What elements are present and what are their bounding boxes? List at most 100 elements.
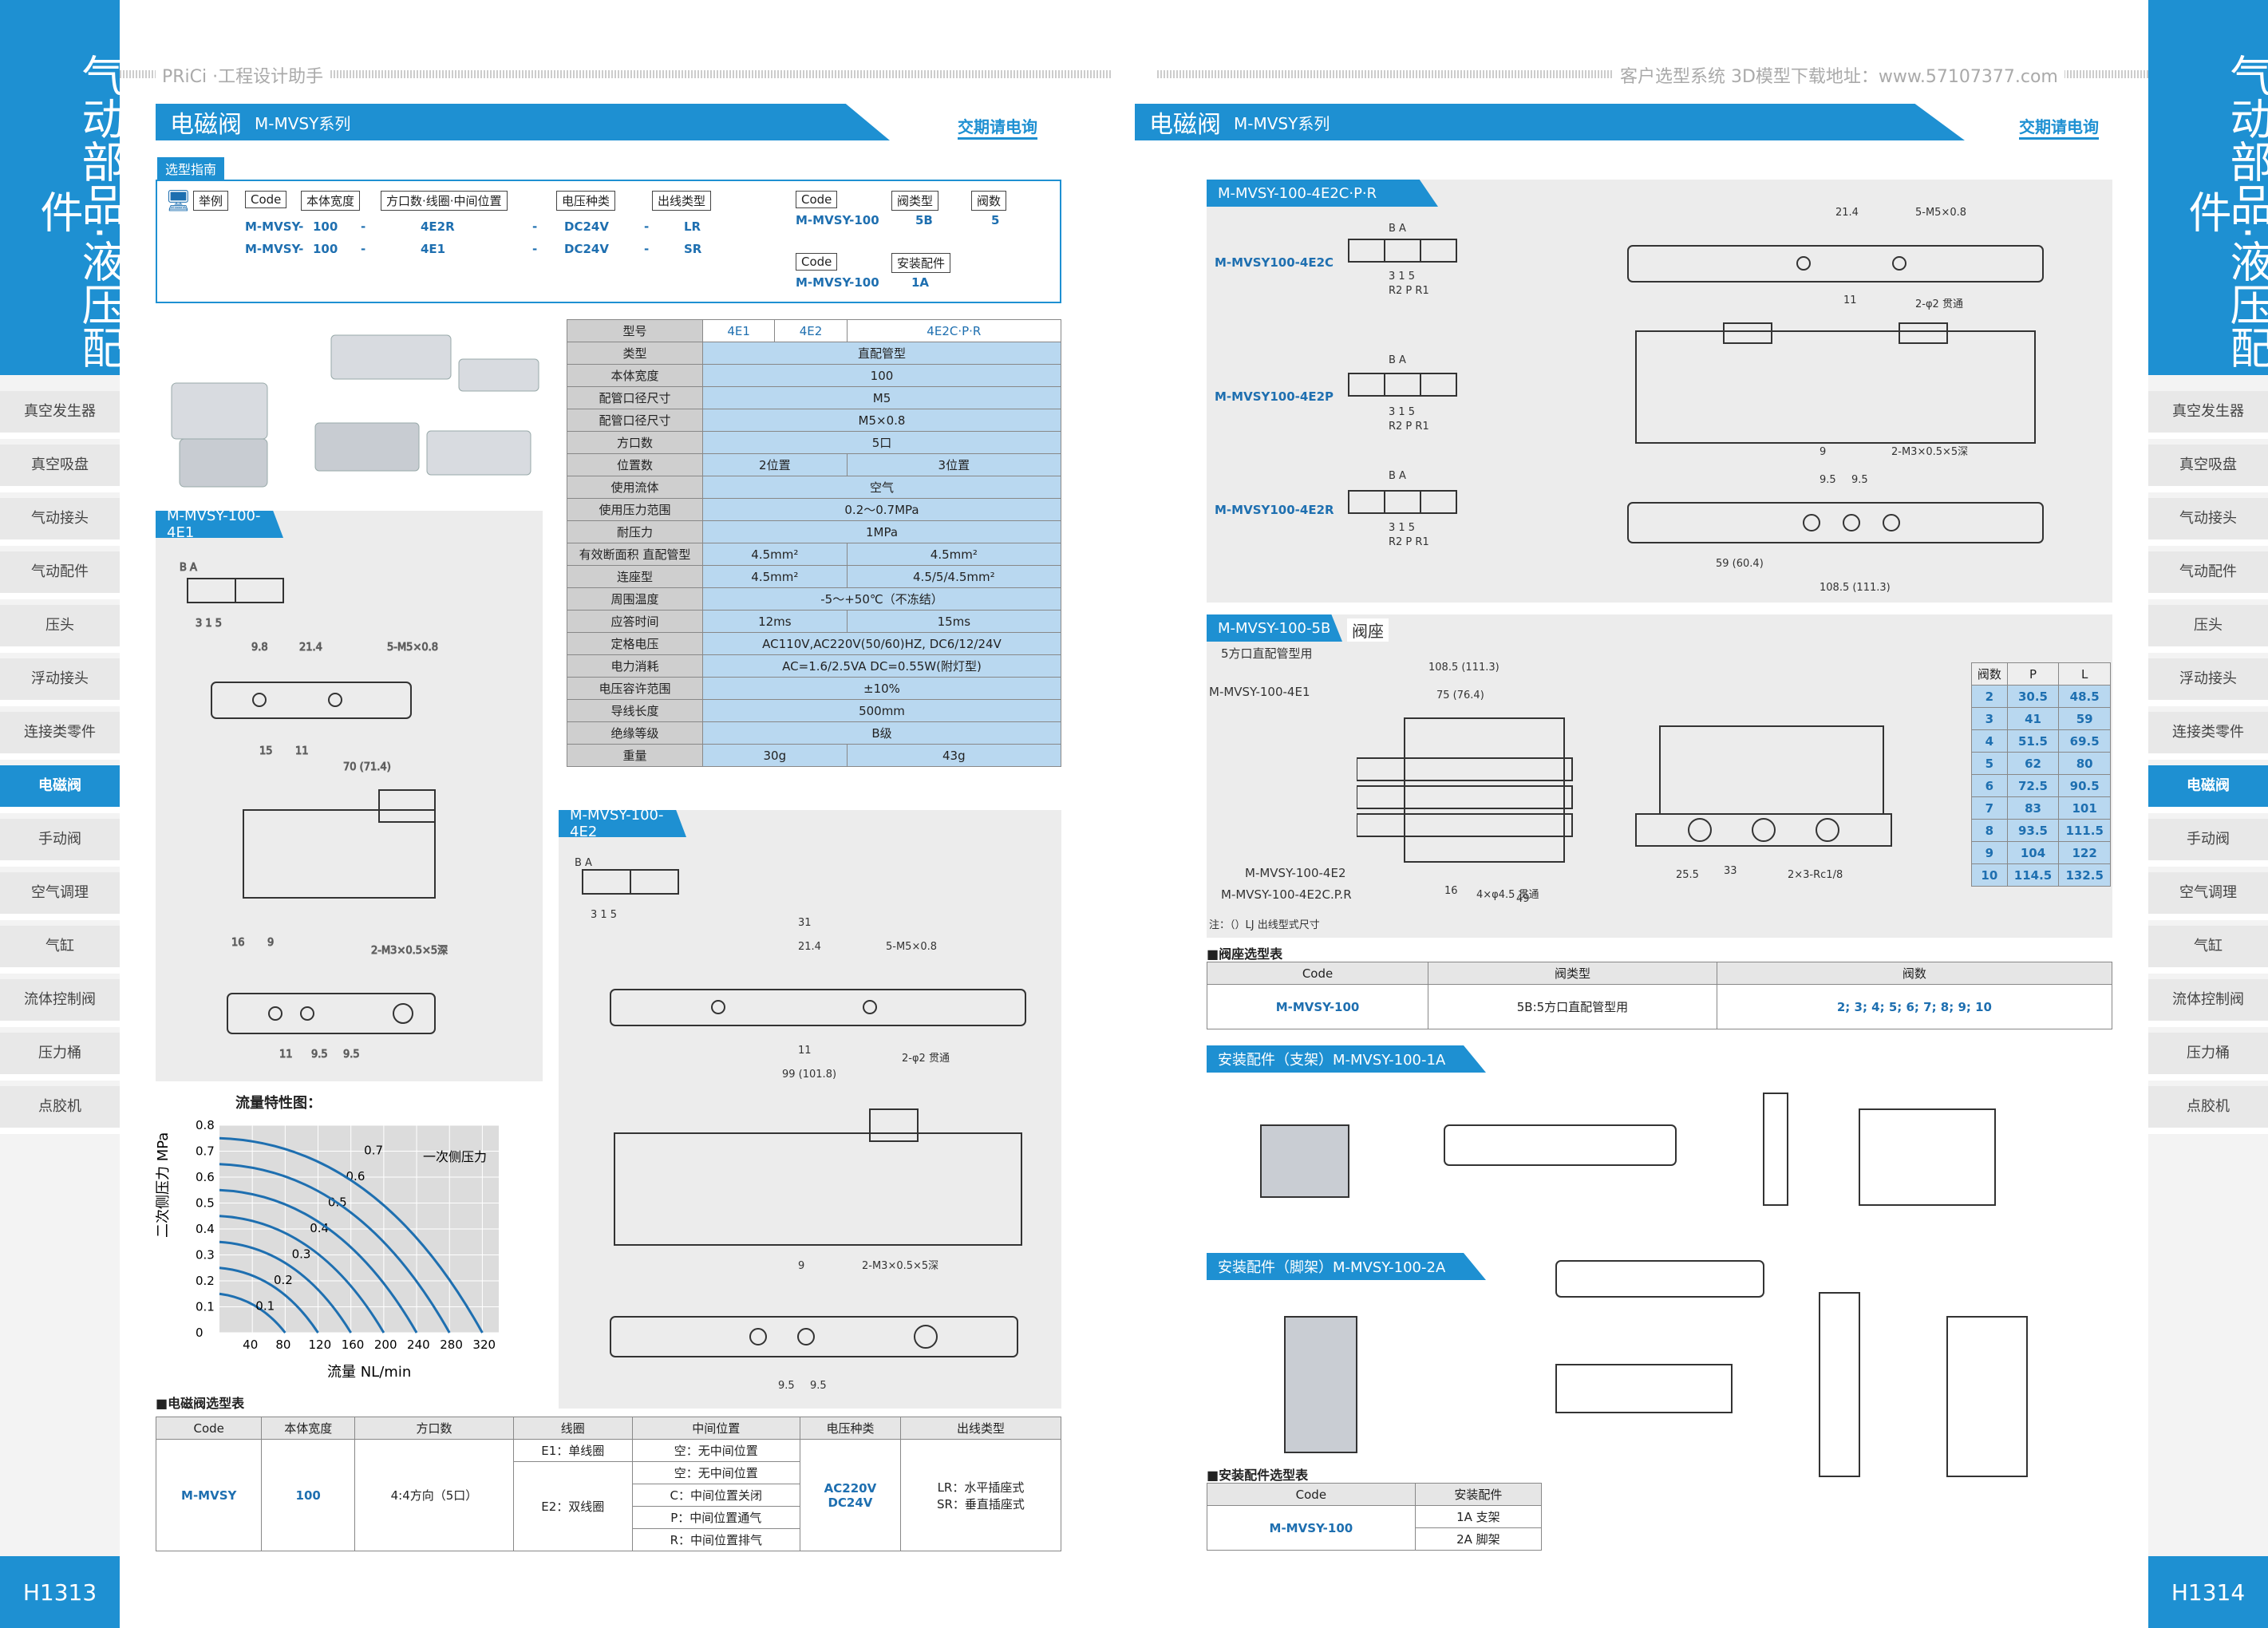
pl-cell: 122: [2058, 841, 2111, 864]
guide-row1-col4: -: [532, 242, 538, 256]
svg-text:70 (71.4): 70 (71.4): [343, 761, 391, 773]
guide3-val-acc: 1A: [911, 275, 930, 290]
svg-text:11: 11: [279, 1049, 293, 1061]
sidebar-item-8[interactable]: 手动阀: [2148, 819, 2268, 867]
sel-mid2: C：中间位置关闭: [631, 1484, 800, 1507]
sidebar-item-11[interactable]: 流体控制阀: [2148, 979, 2268, 1027]
flow-xtick: 80: [275, 1338, 290, 1352]
sidebar-item-3[interactable]: 气动配件: [0, 551, 120, 599]
flow-ytick: 0.2: [196, 1274, 215, 1288]
sidebar-item-4[interactable]: 压头: [2148, 605, 2268, 653]
sidebar-item-0[interactable]: 真空发生器: [2148, 391, 2268, 439]
sidebar-item-3[interactable]: 气动配件: [2148, 551, 2268, 599]
sidebar-item-0[interactable]: 真空发生器: [0, 391, 120, 439]
svg-text:R2 P R1: R2 P R1: [1389, 421, 1429, 433]
spec-value: 4.5mm²: [702, 565, 848, 588]
flow-xtick: 280: [440, 1338, 463, 1352]
sidebar-item-2[interactable]: 气动接头: [0, 498, 120, 546]
spec-row: 类型直配管型: [567, 342, 1061, 365]
flow-curve-label: 0.1: [255, 1299, 275, 1314]
sidebar-item-12[interactable]: 压力桶: [0, 1033, 120, 1081]
sidebar-item-8[interactable]: 手动阀: [0, 819, 120, 867]
model-bar-4e2: M-MVSY-100-4E2: [559, 810, 686, 837]
sidebar-item-5[interactable]: 浮动接头: [0, 658, 120, 706]
sidebar-item-4[interactable]: 压头: [0, 605, 120, 653]
sidebar-item-10[interactable]: 气缸: [0, 926, 120, 974]
out-lr: LR：水平插座式: [937, 1480, 1025, 1495]
sidebar-item-1[interactable]: 真空吸盘: [2148, 445, 2268, 492]
flow-ytick: 0.6: [196, 1170, 215, 1184]
spec-value: 空气: [702, 476, 1061, 499]
sidebar-item-13[interactable]: 点胶机: [0, 1086, 120, 1134]
sel-width: 100: [261, 1439, 356, 1551]
sidebar-item-9[interactable]: 空气调理: [2148, 872, 2268, 920]
sel-head-3: 线圈: [512, 1417, 633, 1440]
delivery-inquiry-right: 交期请电询: [2019, 114, 2099, 140]
flow-ytick: 0.5: [196, 1196, 215, 1211]
pl-cell: 8: [1971, 819, 2008, 842]
flow-curve: [219, 1136, 484, 1334]
sidebar-item-13[interactable]: 点胶机: [2148, 1086, 2268, 1134]
sidebar-item-6[interactable]: 连接类零件: [2148, 712, 2268, 760]
drawing-4e2c: B A3 1 5R2 P R1 B A3 1 5R2 P R1 B A3 1 5…: [1348, 207, 2044, 594]
pl-cell: 9: [1971, 841, 2008, 864]
svg-text:9.5: 9.5: [810, 1380, 827, 1392]
spec-label: 连座型: [567, 565, 703, 588]
sidebar-item-6[interactable]: 连接类零件: [0, 712, 120, 760]
flow-xtick: 240: [407, 1338, 430, 1352]
sel-coil1: E1：单线圈: [512, 1439, 633, 1462]
symbol-label-4e2p: M-MVSY100-4E2P: [1215, 389, 1334, 404]
flow-xtick: 120: [309, 1338, 332, 1352]
flow-curve: [219, 1163, 451, 1334]
series-text-right: M-MVSY系列: [1234, 113, 1330, 133]
pl-cell: 41: [2006, 707, 2060, 730]
selection-guide: 选型指南 🖥 举例 Code 本体宽度 方口数·线圈·中间位置 电压种类 出线类…: [156, 157, 1061, 303]
svg-text:9: 9: [1820, 446, 1826, 458]
accsel-code: M-MVSY-100: [1207, 1505, 1416, 1551]
sel-head-4: 中间位置: [631, 1417, 800, 1440]
sidebar-item-11[interactable]: 流体控制阀: [0, 979, 120, 1027]
guide-col-volt: 电压种类: [556, 191, 616, 211]
spec-value-alt: 4.5/5/4.5mm²: [846, 565, 1062, 588]
model-bar-4e2c: M-MVSY-100-4E2C·P·R: [1207, 180, 1438, 207]
sidebar-item-7[interactable]: 电磁阀: [0, 765, 120, 813]
svg-text:2-φ2 贯通: 2-φ2 贯通: [902, 1053, 950, 1065]
product-photo: [171, 334, 539, 488]
model-bar-base: M-MVSY-100-5B: [1207, 614, 1342, 642]
svg-text:3 1 5: 3 1 5: [1389, 522, 1415, 534]
sidebar-item-7[interactable]: 电磁阀: [2148, 765, 2268, 813]
spec-head-4e2c: 4E2C·P·R: [846, 319, 1062, 342]
spec-value-alt: 3位置: [846, 453, 1062, 476]
spec-head-model: 型号: [567, 319, 703, 342]
accsel-1a: 1A 支架: [1414, 1505, 1543, 1528]
flow-chart-title: 流量特性图：: [235, 1095, 322, 1112]
spec-value: 5口: [702, 431, 1061, 454]
sel-mid0: 空：无中间位置: [631, 1439, 800, 1462]
sidebar-item-9[interactable]: 空气调理: [0, 872, 120, 920]
pl-head-0: 阀数: [1971, 662, 2008, 686]
sidebar-item-5[interactable]: 浮动接头: [2148, 658, 2268, 706]
pl-head-2: L: [2058, 662, 2111, 686]
sidebar-item-1[interactable]: 真空吸盘: [0, 445, 120, 492]
flow-xtick: 40: [243, 1338, 258, 1352]
svg-text:B A: B A: [1389, 470, 1406, 482]
sidebar-item-10[interactable]: 气缸: [2148, 926, 2268, 974]
sidebar-item-2[interactable]: 气动接头: [2148, 498, 2268, 546]
guide-example: 举例: [193, 191, 229, 211]
spec-label: 定格电压: [567, 632, 703, 655]
svg-text:11: 11: [295, 745, 309, 757]
svg-text:4×φ4.5 贯通: 4×φ4.5 贯通: [1476, 889, 1539, 901]
guide-col-ports: 方口数·线圈·中间位置: [381, 191, 508, 211]
flow-curve-label: 0.7: [364, 1144, 383, 1158]
sidebar-item-12[interactable]: 压力桶: [2148, 1033, 2268, 1081]
drawing-bracket: [1260, 1093, 1996, 1206]
